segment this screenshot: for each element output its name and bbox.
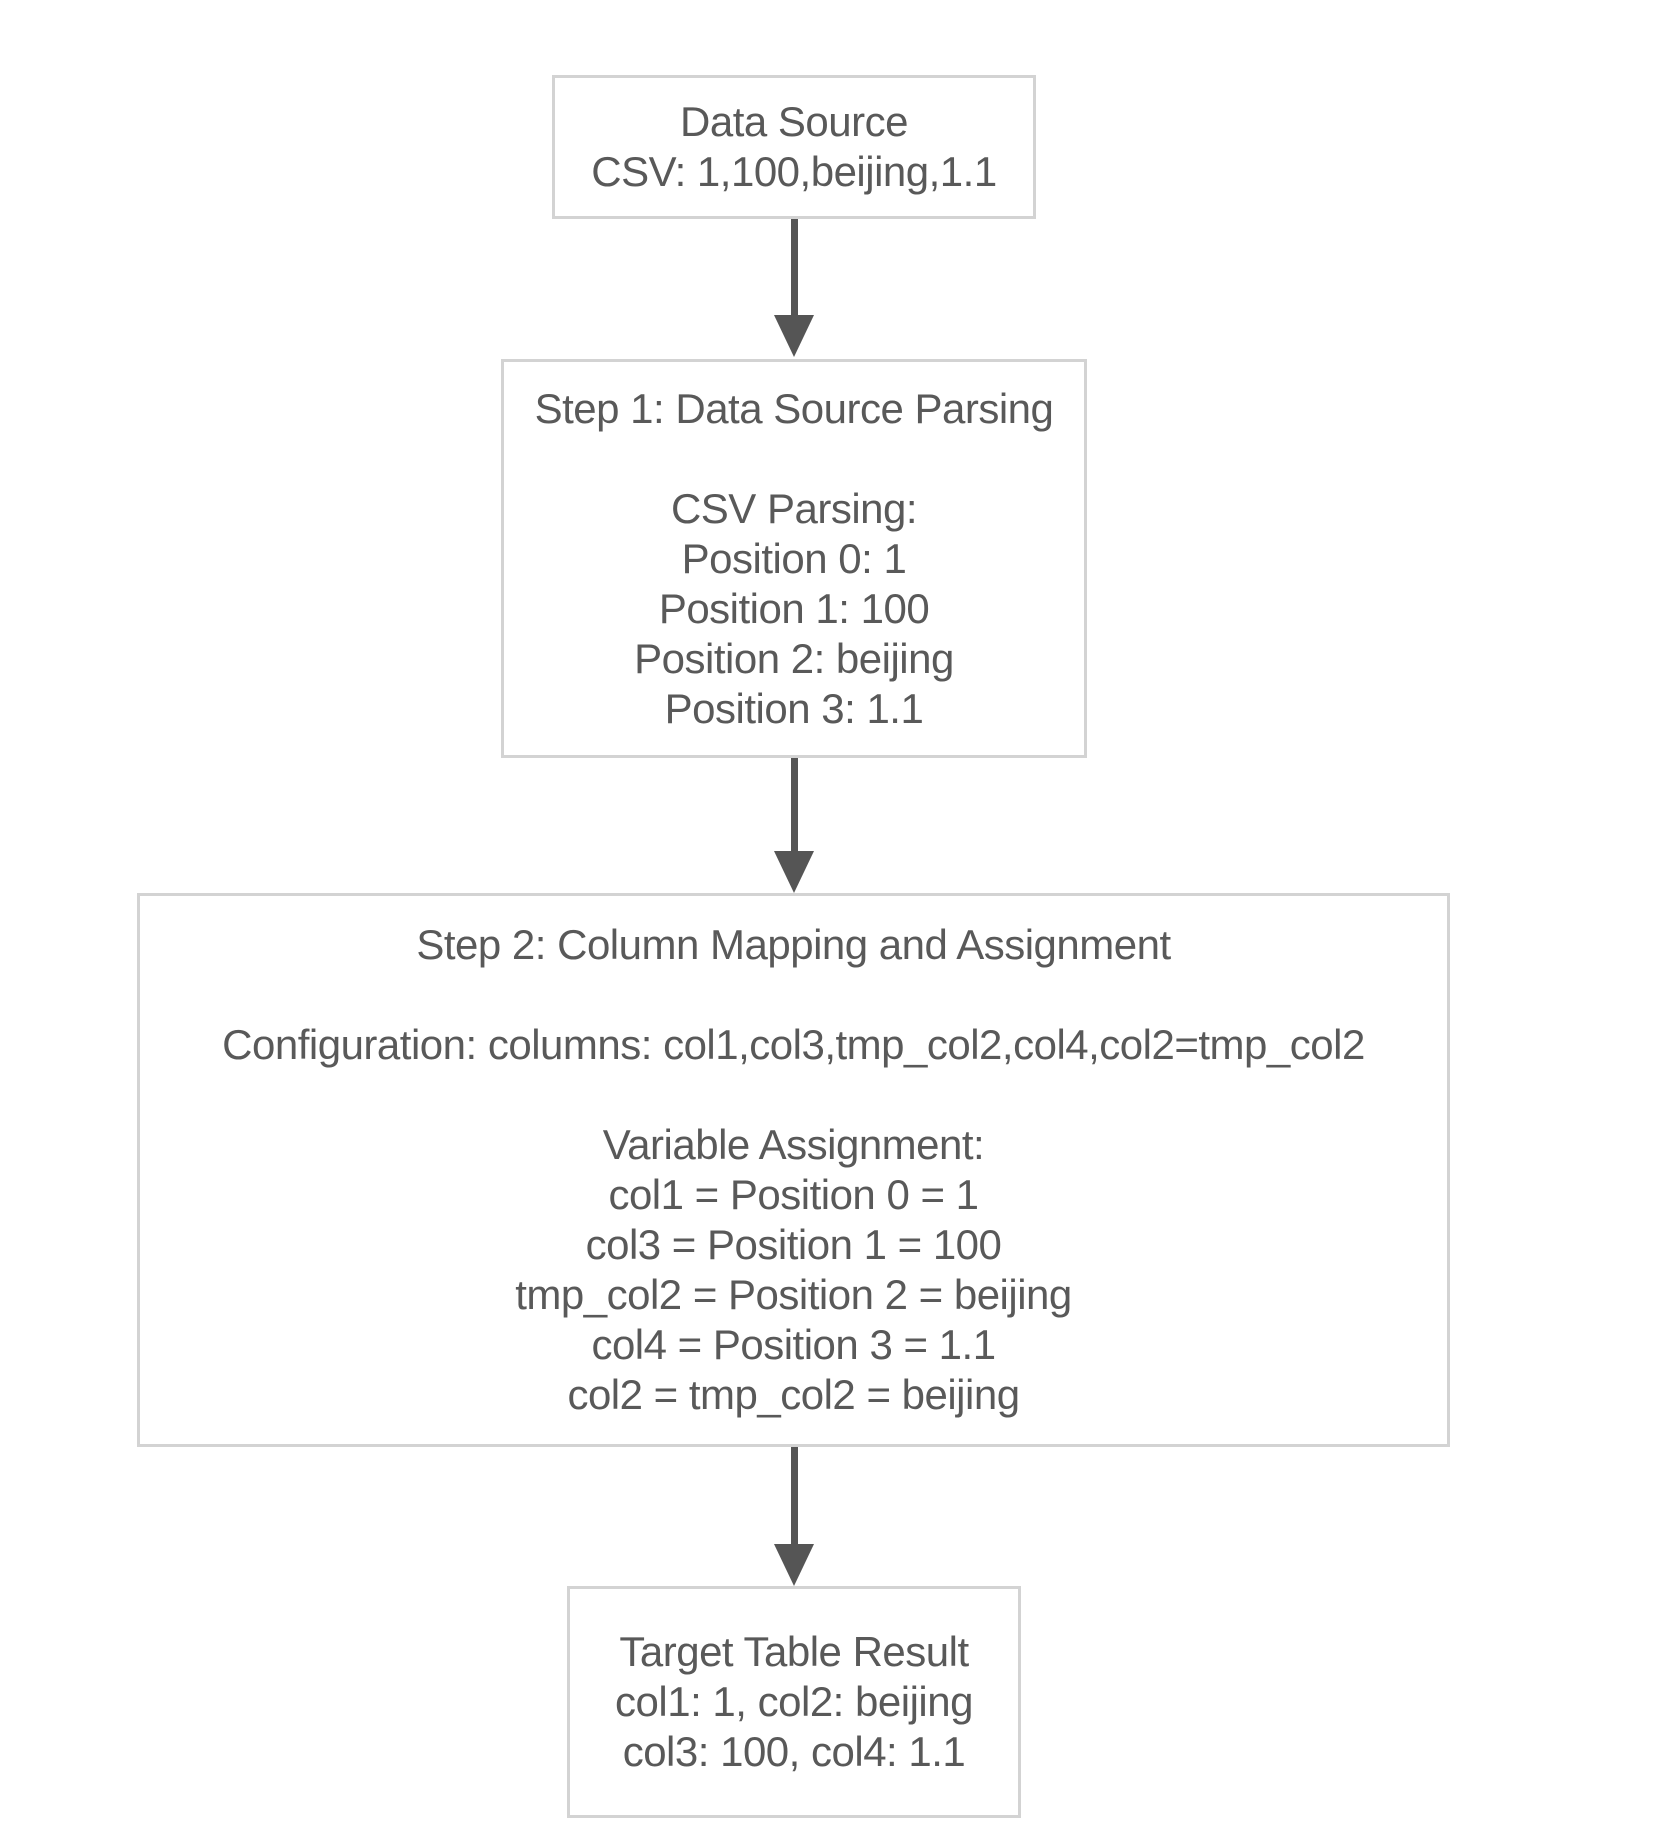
node-data-source: Data Source CSV: 1,100,beijing,1.1 <box>552 75 1036 219</box>
arrow-step2-to-target <box>772 1447 816 1586</box>
arrow-head-icon <box>774 315 814 357</box>
text-line: Step 1: Data Source Parsing <box>534 384 1054 432</box>
node-target-table-result: Target Table Result col1: 1, col2: beiji… <box>567 1586 1021 1818</box>
text-line: col4 = Position 3 = 1.1 <box>591 1321 996 1368</box>
text-line: Position 1: 100 <box>658 584 930 632</box>
text-line: col3 = Position 1 = 100 <box>585 1221 1002 1268</box>
text-line: Position 2: beijing <box>634 634 954 682</box>
text-line: Configuration: columns: col1,col3,tmp_co… <box>222 1021 1365 1068</box>
text-line: col2 = tmp_col2 = beijing <box>567 1371 1020 1418</box>
text-line: Variable Assignment: <box>602 1121 985 1168</box>
text-line: col1: 1, col2: beijing <box>615 1678 973 1725</box>
text-line: Data Source <box>680 98 908 145</box>
arrow-head-icon <box>774 851 814 893</box>
arrow-source-to-step1 <box>772 219 816 357</box>
node-step1-data-source-parsing: Step 1: Data Source Parsing CSV Parsing:… <box>501 359 1087 758</box>
text-line: CSV Parsing: <box>670 484 918 532</box>
text-line: col3: 100, col4: 1.1 <box>622 1728 966 1775</box>
text-line: Step 2: Column Mapping and Assignment <box>416 921 1171 968</box>
arrow-shaft <box>790 219 798 315</box>
arrow-head-icon <box>774 1544 814 1586</box>
text-line: col1 = Position 0 = 1 <box>608 1171 979 1218</box>
text-line: Position 0: 1 <box>681 534 907 582</box>
arrow-step1-to-step2 <box>772 758 816 893</box>
arrow-shaft <box>790 1447 798 1544</box>
text-line: Target Table Result <box>619 1628 969 1675</box>
text-line: CSV: 1,100,beijing,1.1 <box>591 148 997 195</box>
text-line: tmp_col2 = Position 2 = beijing <box>515 1271 1072 1318</box>
text-line: Position 3: 1.1 <box>664 684 924 732</box>
arrow-shaft <box>790 758 798 851</box>
node-step2-column-mapping: Step 2: Column Mapping and Assignment Co… <box>137 893 1450 1447</box>
